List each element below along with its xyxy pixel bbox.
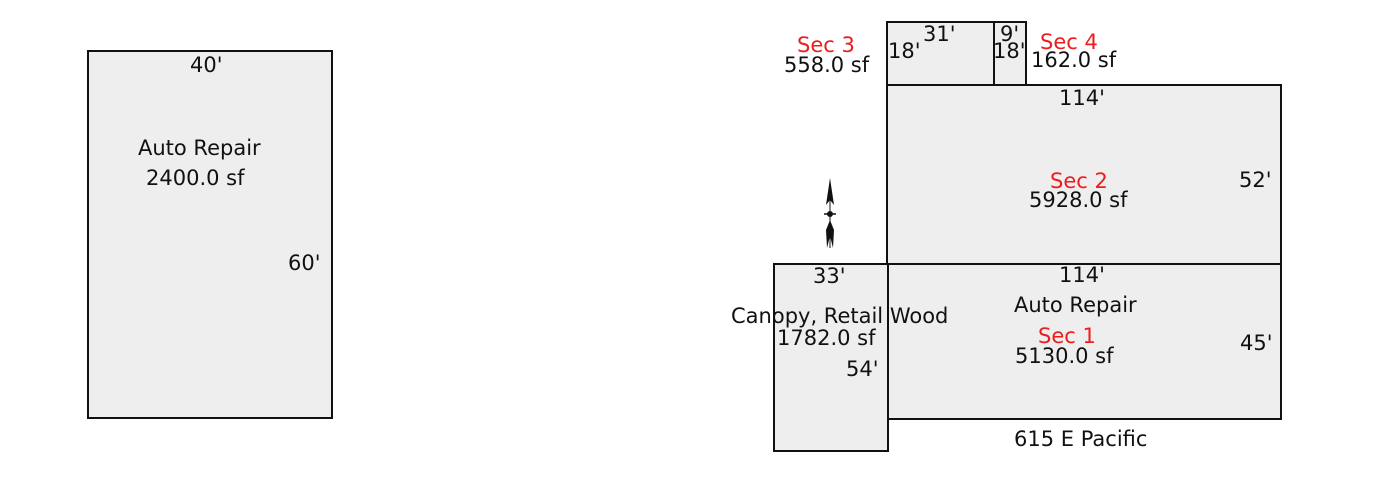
canopy-rect: [773, 263, 889, 452]
sec4-area: 162.0 sf: [1031, 48, 1117, 72]
sec4-depth-dim: 18': [993, 39, 1026, 63]
sec3-width-dim: 31': [923, 22, 956, 46]
sec1-depth-dim: 45': [1240, 331, 1273, 355]
north-arrow-icon: [824, 178, 836, 248]
sec4-label: Sec 4: [1040, 30, 1098, 54]
sec2-label: Sec 2: [1050, 169, 1108, 193]
canopy-area: 1782.0 sf: [777, 326, 876, 350]
sec1-label: Sec 1: [1038, 324, 1096, 348]
sec2-area: 5928.0 sf: [1029, 188, 1128, 212]
canopy-depth-dim: 54': [846, 357, 879, 381]
sec3-rect: [886, 21, 996, 87]
left-depth-dim: 60': [288, 251, 321, 275]
sec3-depth-dim: 18': [888, 39, 921, 63]
sec2-depth-dim: 52': [1239, 168, 1272, 192]
left-area: 2400.0 sf: [146, 166, 245, 190]
sec3-label: Sec 3: [797, 33, 855, 57]
sec2-width-dim: 114': [1059, 86, 1105, 110]
sec1-area: 5130.0 sf: [1015, 344, 1114, 368]
sec4-width-dim: 9': [1000, 22, 1020, 46]
left-label: Auto Repair: [138, 136, 261, 160]
canopy-width-dim: 33': [813, 264, 846, 288]
address-label: 615 E Pacific: [1014, 427, 1148, 451]
sec4-rect: [993, 21, 1027, 87]
left-building: [87, 50, 333, 419]
sec3-area: 558.0 sf: [784, 53, 870, 77]
sec1-rect: [886, 263, 1282, 420]
sec1-use: Auto Repair: [1014, 293, 1137, 317]
sec1-width-dim: 114': [1059, 263, 1105, 287]
left-width-dim: 40': [190, 53, 223, 77]
canopy-label: Canopy, Retail Wood: [731, 304, 949, 328]
